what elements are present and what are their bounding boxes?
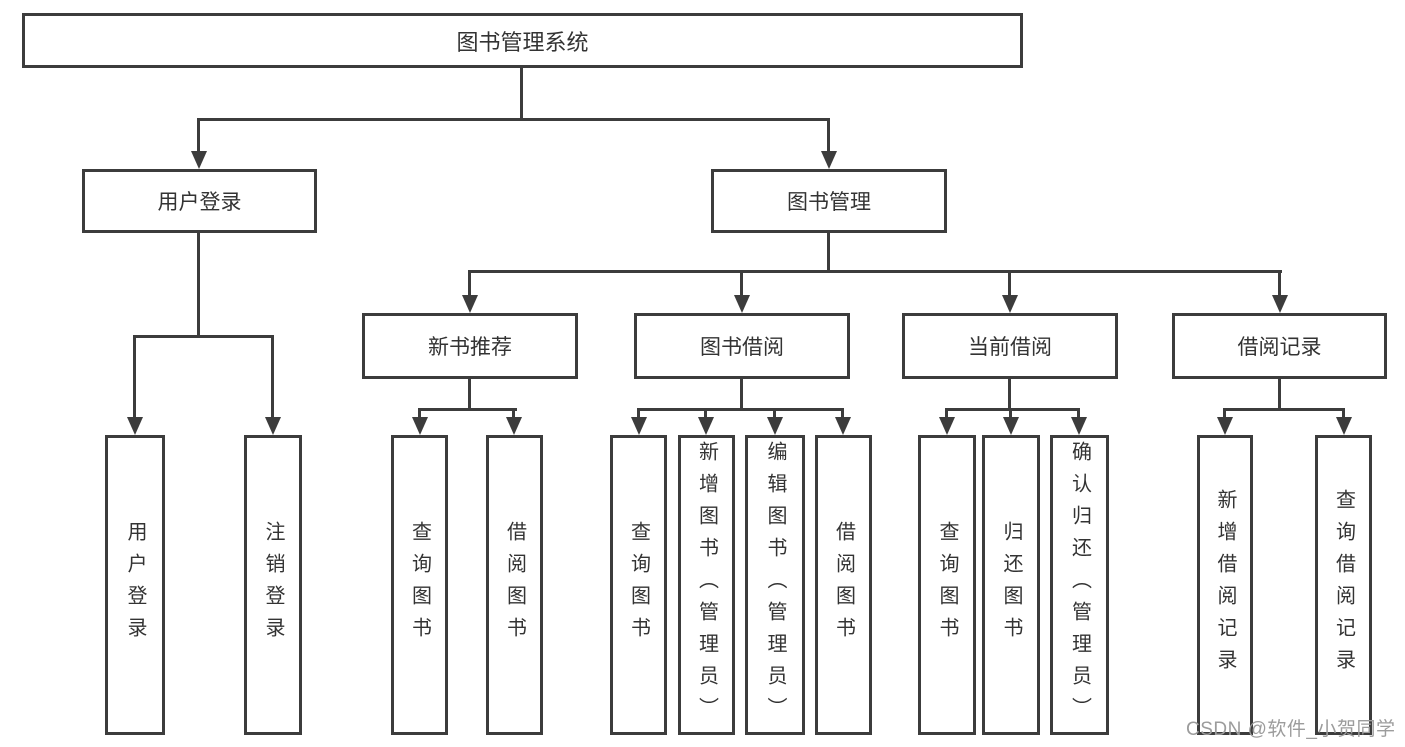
- connector-line: [740, 378, 743, 410]
- connector-line: [1077, 408, 1080, 419]
- node-library-system-label: 图书管理系统: [456, 29, 589, 55]
- connector-line: [1278, 270, 1281, 297]
- connector-line: [637, 408, 640, 419]
- connector-line: [1223, 408, 1345, 411]
- connector-line: [827, 233, 830, 272]
- leaf-user-login: 用户登录: [105, 435, 165, 735]
- leaf-br-query-record-label: 查询借阅记录: [1332, 489, 1355, 681]
- arrow-down-icon: [939, 417, 955, 435]
- leaf-cb-confirm-return-admin: 确认归还（管理员）: [1050, 435, 1109, 735]
- connector-line: [1008, 270, 1011, 297]
- node-current-borrowing-label: 当前借阅: [968, 336, 1052, 359]
- arrow-down-icon: [1002, 295, 1018, 313]
- leaf-bb-borrow-books-label: 借阅图书: [832, 521, 855, 649]
- connector-line: [197, 118, 830, 121]
- leaf-cb-confirm-return-admin-label: 确认归还（管理员）: [1068, 441, 1091, 729]
- arrow-down-icon: [1272, 295, 1288, 313]
- leaf-user-login-label: 用户登录: [124, 521, 146, 649]
- leaf-bb-add-books-admin: 新增图书（管理员）: [678, 435, 735, 735]
- connector-line: [418, 408, 517, 411]
- node-user-login-label: 用户登录: [157, 191, 242, 214]
- node-borrowing-records-label: 借阅记录: [1237, 336, 1322, 359]
- connector-line: [197, 118, 200, 154]
- leaf-bb-query-books: 查询图书: [610, 435, 667, 735]
- arrow-down-icon: [734, 295, 750, 313]
- arrow-down-icon: [265, 417, 281, 435]
- arrow-down-icon: [506, 417, 522, 435]
- connector-line: [468, 270, 1282, 273]
- connector-line: [468, 378, 471, 410]
- connector-line: [1278, 378, 1281, 410]
- connector-line: [271, 335, 274, 419]
- node-new-book-recommend-label: 新书推荐: [428, 336, 512, 359]
- connector-line: [468, 270, 471, 297]
- node-book-management: 图书管理: [711, 169, 947, 233]
- arrow-down-icon: [1336, 417, 1352, 435]
- arrow-down-icon: [631, 417, 647, 435]
- node-borrowing-records: 借阅记录: [1172, 313, 1387, 379]
- connector-line: [133, 335, 274, 338]
- leaf-cb-query-books-label: 查询图书: [936, 521, 958, 649]
- node-book-borrowing-label: 图书借阅: [700, 336, 784, 359]
- leaf-nbr-query-books-label: 查询图书: [408, 521, 431, 649]
- leaf-bb-edit-books-admin-label: 编辑图书（管理员）: [764, 441, 786, 729]
- connector-line: [1223, 408, 1226, 419]
- arrow-down-icon: [835, 417, 851, 435]
- leaf-nbr-query-books: 查询图书: [391, 435, 448, 735]
- leaf-bb-borrow-books: 借阅图书: [815, 435, 872, 735]
- node-book-management-label: 图书管理: [787, 191, 871, 214]
- arrow-down-icon: [1071, 417, 1087, 435]
- connector-line: [1342, 408, 1345, 419]
- connector-line: [1009, 408, 1012, 419]
- arrow-down-icon: [821, 151, 837, 169]
- connector-line: [1008, 378, 1011, 410]
- connector-line: [520, 68, 523, 118]
- node-new-book-recommend: 新书推荐: [362, 313, 578, 379]
- connector-line: [740, 270, 743, 297]
- arrow-down-icon: [191, 151, 207, 169]
- connector-line: [841, 408, 844, 419]
- arrow-down-icon: [1217, 417, 1233, 435]
- arrow-down-icon: [412, 417, 428, 435]
- connector-line: [512, 408, 515, 419]
- arrow-down-icon: [127, 417, 143, 435]
- leaf-br-add-record: 新增借阅记录: [1197, 435, 1253, 735]
- node-user-login: 用户登录: [82, 169, 317, 233]
- leaf-br-query-record: 查询借阅记录: [1315, 435, 1372, 735]
- connector-line: [945, 408, 948, 419]
- arrow-down-icon: [1003, 417, 1019, 435]
- leaf-nbr-borrow-books-label: 借阅图书: [503, 521, 526, 649]
- csdn-watermark: CSDN @软件_小贺同学: [1186, 719, 1396, 740]
- leaf-nbr-borrow-books: 借阅图书: [486, 435, 543, 735]
- leaf-logout: 注销登录: [244, 435, 302, 735]
- connector-line: [945, 408, 1080, 411]
- arrow-down-icon: [698, 417, 714, 435]
- connector-line: [197, 233, 200, 335]
- arrow-down-icon: [462, 295, 478, 313]
- leaf-br-add-record-label: 新增借阅记录: [1214, 489, 1236, 681]
- leaf-cb-query-books: 查询图书: [918, 435, 976, 735]
- connector-line: [637, 408, 844, 411]
- connector-line: [418, 408, 421, 419]
- leaf-bb-edit-books-admin: 编辑图书（管理员）: [745, 435, 805, 735]
- node-book-borrowing: 图书借阅: [634, 313, 850, 379]
- node-current-borrowing: 当前借阅: [902, 313, 1118, 379]
- connector-line: [773, 408, 776, 419]
- arrow-down-icon: [767, 417, 783, 435]
- leaf-cb-return-books: 归还图书: [982, 435, 1040, 735]
- leaf-bb-query-books-label: 查询图书: [627, 521, 650, 649]
- leaf-logout-label: 注销登录: [262, 521, 284, 649]
- connector-line: [133, 335, 136, 419]
- leaf-cb-return-books-label: 归还图书: [1000, 521, 1022, 649]
- node-library-system: 图书管理系统: [22, 13, 1023, 68]
- leaf-bb-add-books-admin-label: 新增图书（管理员）: [695, 441, 718, 729]
- connector-line: [704, 408, 707, 419]
- connector-line: [827, 118, 830, 154]
